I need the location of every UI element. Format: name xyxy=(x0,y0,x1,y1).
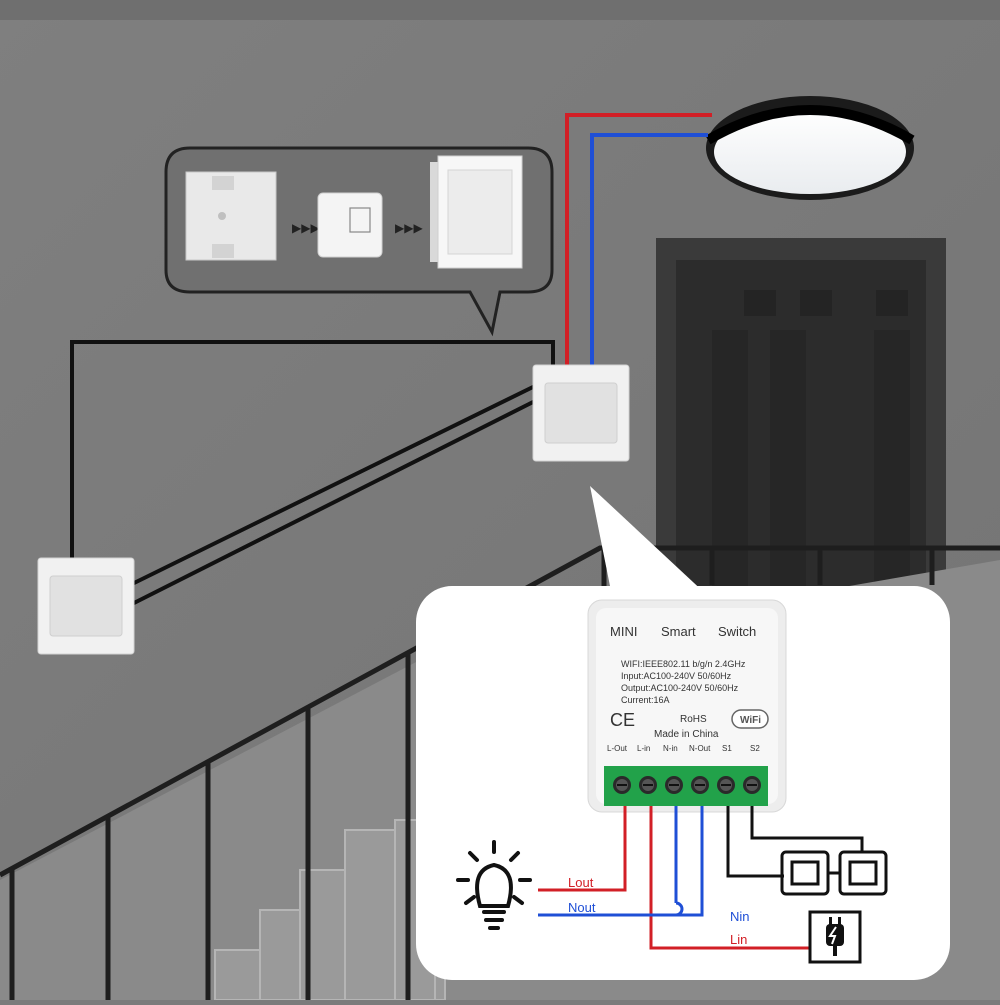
terminal-label-nout: N-Out xyxy=(689,744,711,753)
module-title-mini: MINI xyxy=(610,624,637,639)
switch-link-wires xyxy=(70,340,555,607)
spec-wifi: WIFI:IEEE802.11 b/g/n 2.4GHz xyxy=(621,659,746,669)
label-nin: Nin xyxy=(730,909,750,924)
label-lin: Lin xyxy=(730,932,747,947)
svg-text:WiFi: WiFi xyxy=(740,715,761,726)
panel-pointer xyxy=(590,486,708,596)
door xyxy=(656,238,946,620)
terminal-screws xyxy=(613,776,761,794)
spec-output: Output:AC100-240V 50/60Hz xyxy=(621,683,739,693)
terminal-label-s2: S2 xyxy=(750,744,760,753)
smart-switch-module: MINI Smart Switch WIFI:IEEE802.11 b/g/n … xyxy=(587,599,787,813)
terminal-screw xyxy=(639,776,657,794)
arrow-icon: ▶▶▶ xyxy=(292,221,320,235)
switch-plate xyxy=(430,155,523,269)
terminal-screw xyxy=(665,776,683,794)
origin-label: Made in China xyxy=(654,729,719,740)
bulb-icon xyxy=(456,840,532,930)
terminal-screw xyxy=(743,776,761,794)
label-lout: Lout xyxy=(568,875,594,890)
circuit-wires xyxy=(538,806,864,950)
spec-input: Input:AC100-240V 50/60Hz xyxy=(621,671,732,681)
wall-switch-upper[interactable] xyxy=(532,364,630,462)
spec-current: Current:16A xyxy=(621,695,670,705)
wall-switch-lower[interactable] xyxy=(37,557,135,655)
module-title-switch: Switch xyxy=(718,624,756,639)
terminal-block xyxy=(604,766,768,806)
label-nout: Nout xyxy=(568,900,596,915)
ceiling-edge xyxy=(0,0,1000,20)
installation-callout: ▶▶▶ ▶▶▶ xyxy=(164,146,554,337)
terminal-label-nin: N-in xyxy=(663,744,678,753)
terminal-label-s1: S1 xyxy=(722,744,732,753)
rohs-label: RoHS xyxy=(680,714,707,725)
arrow-icon: ▶▶▶ xyxy=(395,221,423,235)
double-switch-icon xyxy=(780,850,888,896)
mini-module-small xyxy=(317,192,383,258)
terminal-label-lin: L-in xyxy=(637,744,650,753)
module-title-smart: Smart xyxy=(661,624,696,639)
terminal-screw xyxy=(717,776,735,794)
terminal-label-lout: L-Out xyxy=(607,744,628,753)
terminal-screw xyxy=(613,776,631,794)
terminal-screw xyxy=(691,776,709,794)
ceiling-lamp xyxy=(705,96,915,200)
back-box xyxy=(185,171,277,261)
plug-icon xyxy=(808,910,862,964)
lamp-wires xyxy=(565,113,712,368)
wifi-badge: WiFi xyxy=(731,709,769,729)
ce-mark: CE xyxy=(610,710,635,730)
